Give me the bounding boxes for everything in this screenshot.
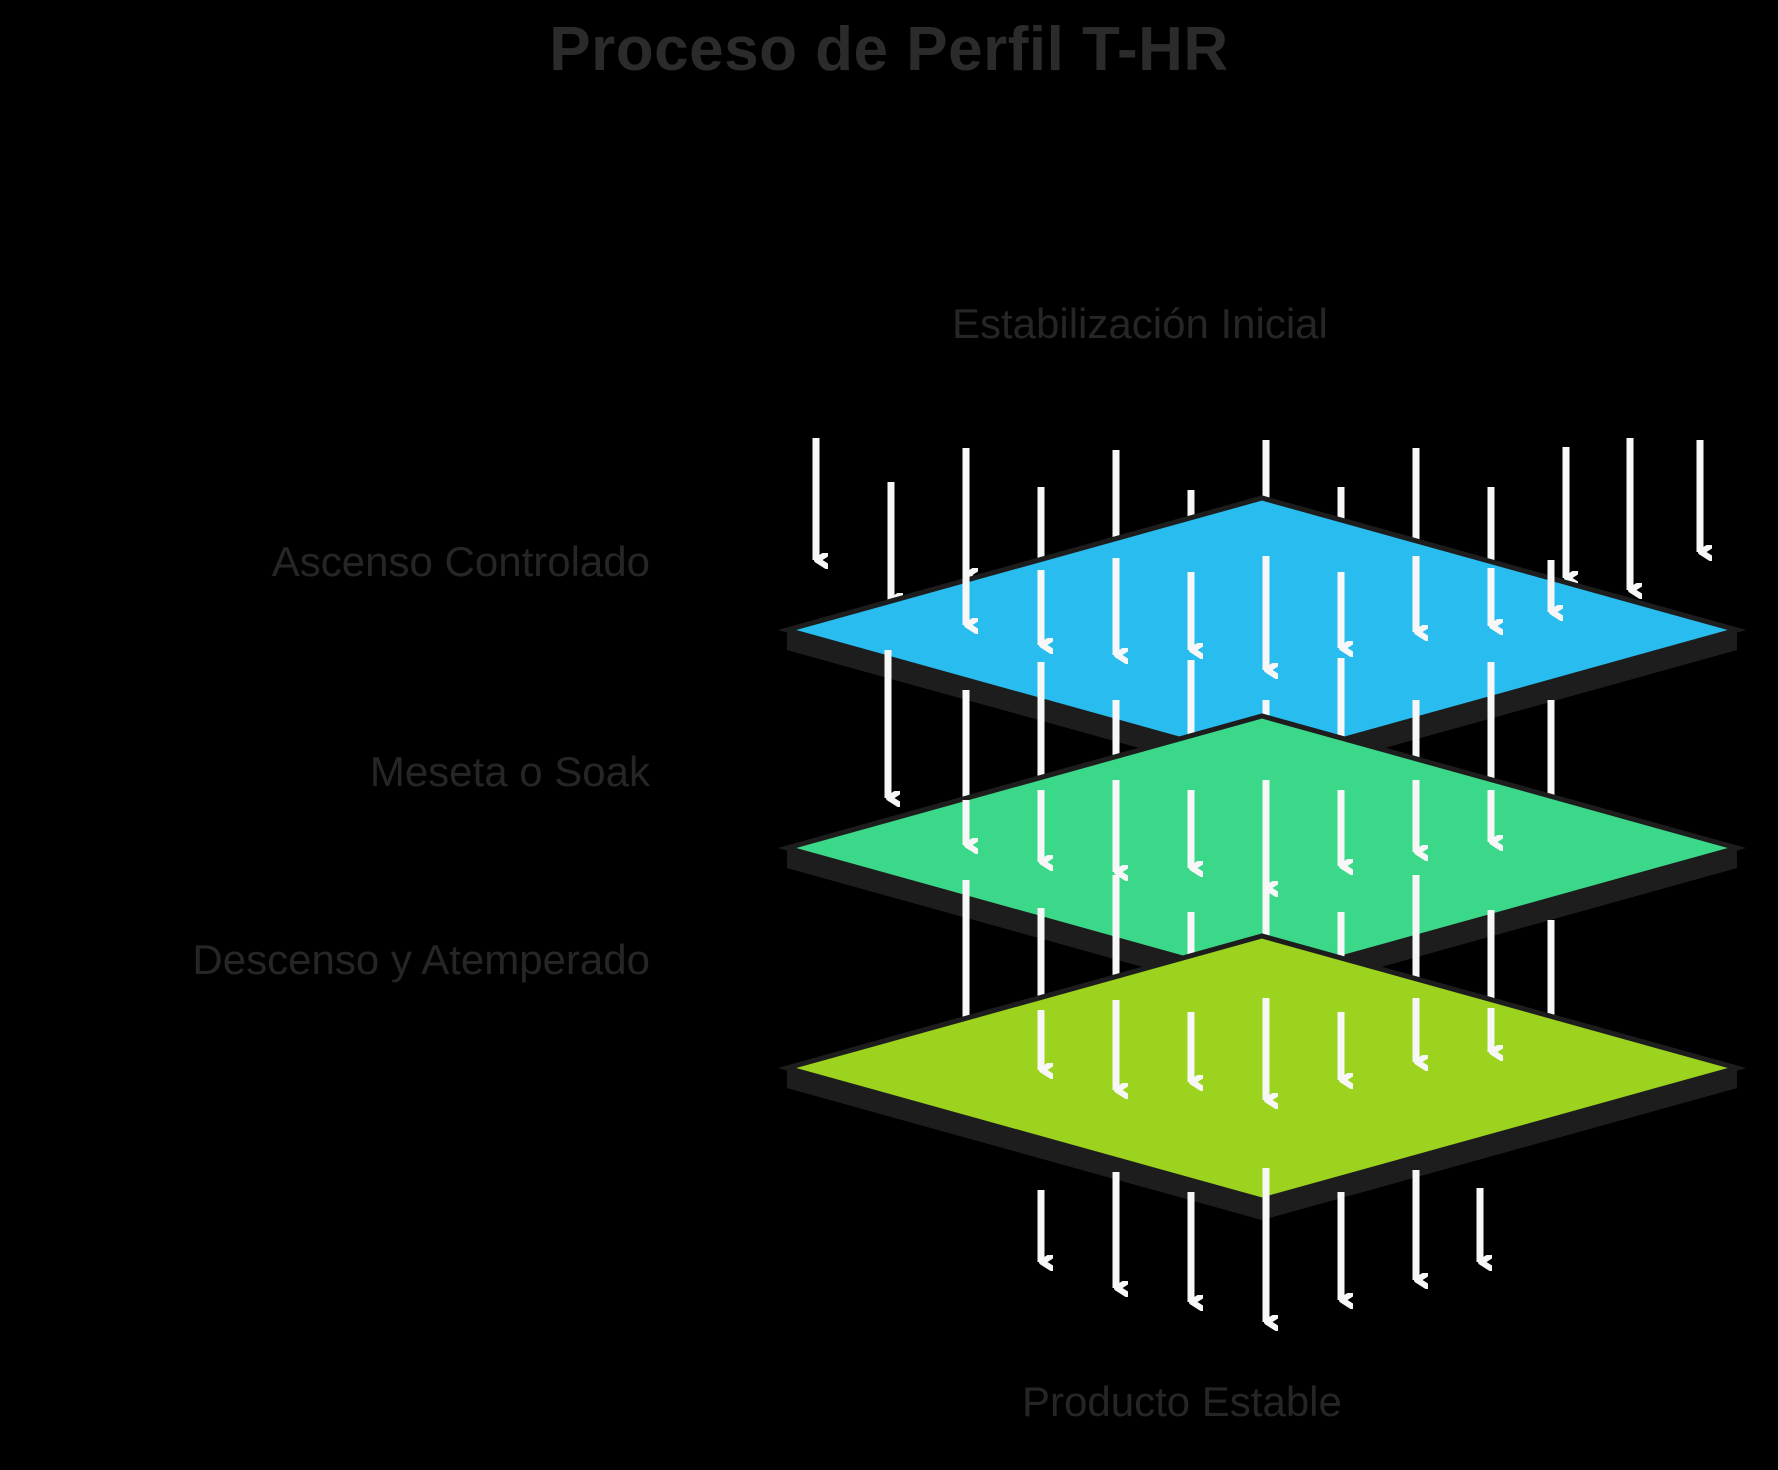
layer-meseta-o-soak[interactable] xyxy=(777,713,1747,1000)
arrow-group-on-layer1 xyxy=(962,556,1551,670)
layer-descenso-top xyxy=(777,933,1747,1203)
bottom-output-label: Producto Estable xyxy=(1022,1378,1342,1425)
layer-meseta-side-right xyxy=(1262,848,1737,1000)
layer-ascenso-controlado[interactable] xyxy=(777,495,1747,782)
arrow-group-on-layer3 xyxy=(1037,998,1491,1100)
top-input-label: Estabilización Inicial xyxy=(952,300,1328,347)
layer-label-meseta: Meseta o Soak xyxy=(369,748,650,795)
layer-ascenso-side-left xyxy=(787,630,1262,782)
arrow-group-on-layer2 xyxy=(962,780,1491,888)
layer-descenso-side-left xyxy=(787,1068,1262,1220)
layer-label-ascenso: Ascenso Controlado xyxy=(271,538,650,585)
layer-label-descenso: Descenso y Atemperado xyxy=(192,936,650,983)
arrow-group-output xyxy=(1037,1168,1480,1322)
layer-descenso-side-right xyxy=(1262,1068,1737,1220)
page-title: Proceso de Perfil T-HR xyxy=(549,15,1229,84)
layer-descenso-y-atemperado[interactable] xyxy=(777,933,1747,1220)
layer-meseta-side-left xyxy=(787,848,1262,1000)
layer-ascenso-side-right xyxy=(1262,630,1737,782)
